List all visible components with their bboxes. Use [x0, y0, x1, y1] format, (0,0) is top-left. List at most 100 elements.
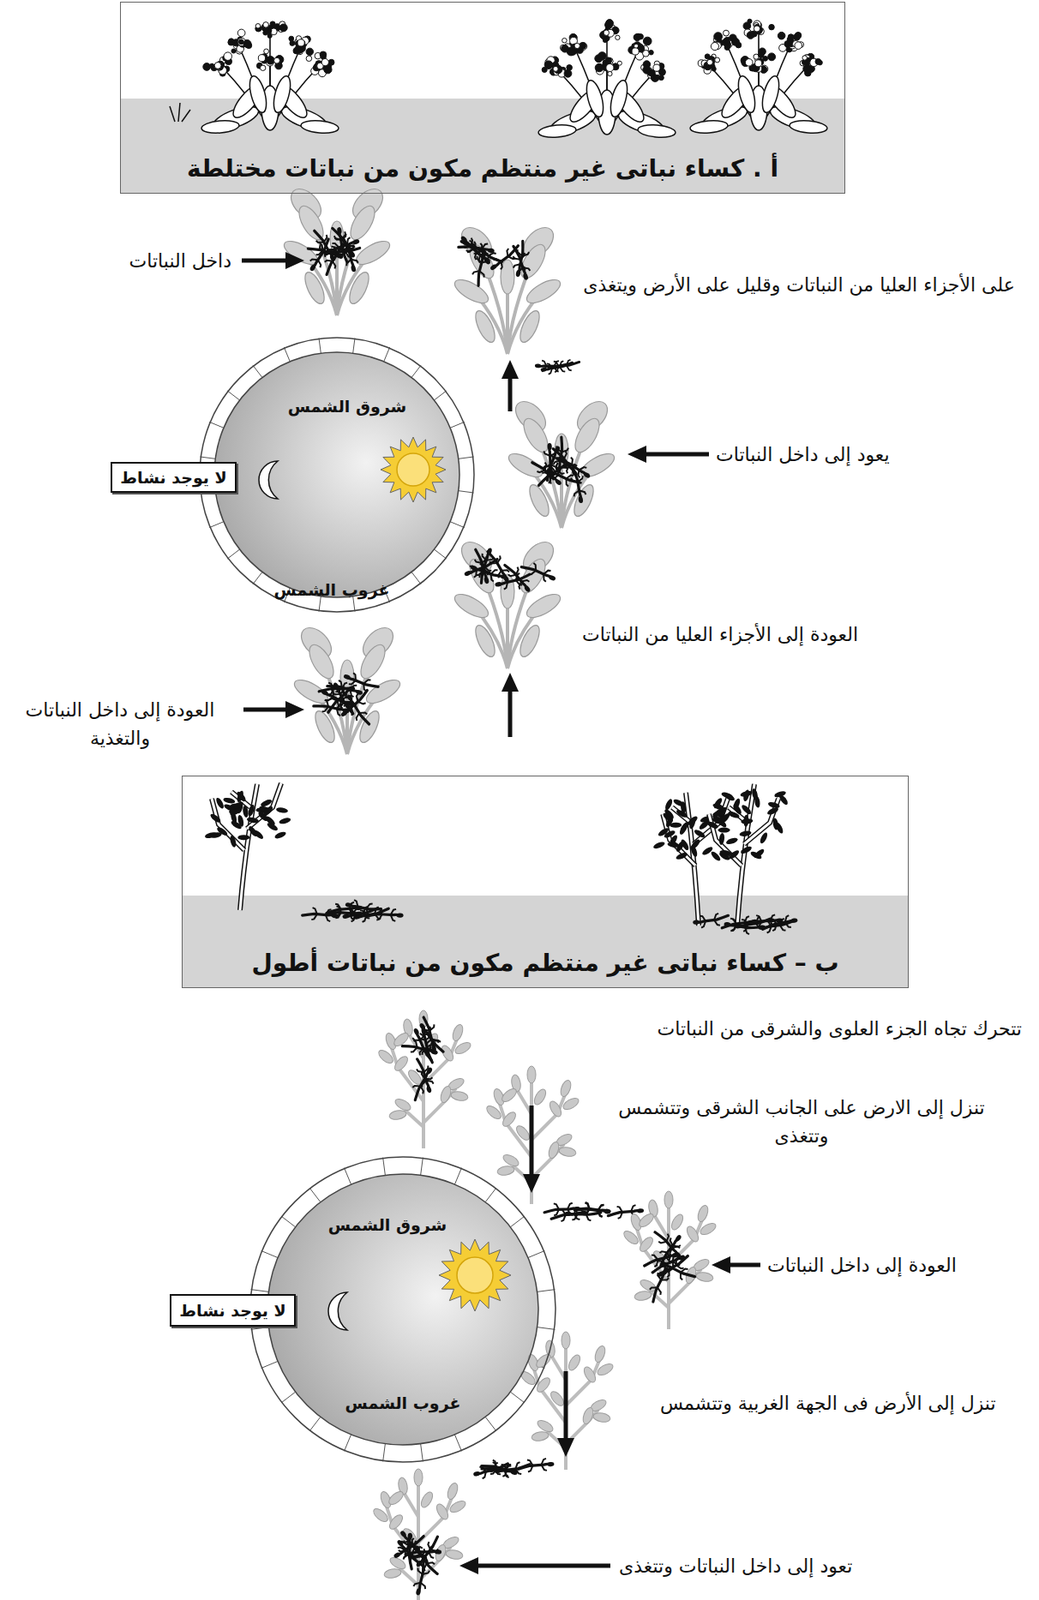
- behaviour-note: العودة إلى داخل النباتات والتغذية: [3, 696, 237, 753]
- lizard: [472, 547, 493, 586]
- lizard: [472, 1460, 511, 1482]
- status-text: لا يوجد نشاط: [179, 1301, 286, 1321]
- arrow-head: [459, 1557, 479, 1575]
- leader-arrow: [557, 1371, 575, 1458]
- lizard: [401, 1038, 439, 1060]
- leader-arrow: [241, 252, 305, 270]
- tree-illustration: [484, 1066, 581, 1205]
- tree-illustration: [204, 783, 292, 911]
- plant-illustration: [450, 222, 564, 355]
- lizard: [761, 914, 799, 934]
- time-label: شروق الشمس: [328, 1215, 448, 1235]
- tree-illustration: [621, 1191, 718, 1330]
- time-label: غروب الشمس: [274, 580, 391, 600]
- behaviour-note: على الأجزاء العليا من النباتات وقليل على…: [569, 270, 1029, 300]
- flower-bush: [537, 19, 676, 139]
- arrow-shaft: [529, 1105, 535, 1177]
- lizard: [546, 359, 581, 373]
- leader-arrow: [522, 1105, 541, 1194]
- outer-ring: [199, 337, 475, 613]
- arrow-head: [627, 445, 647, 463]
- status-box: لا يوجد نشاط: [110, 462, 237, 493]
- arrow-shaft: [508, 377, 513, 412]
- lizard-cluster: [534, 359, 581, 376]
- lizard: [484, 547, 513, 585]
- arrow-head: [557, 1438, 575, 1458]
- arrow-shaft: [241, 258, 288, 264]
- plant-illustration: [450, 536, 564, 669]
- behaviour-note: داخل النباتات: [48, 246, 232, 276]
- lizard: [301, 906, 339, 923]
- lizard-cluster: [462, 546, 558, 595]
- arrow-shaft: [564, 1371, 569, 1441]
- lizard-cluster: [642, 1226, 697, 1304]
- plant-illustration: [504, 396, 618, 529]
- lizard: [473, 546, 497, 584]
- plant-illustration: [280, 183, 393, 316]
- leader-arrow: [711, 1256, 761, 1274]
- panel-caption: أ . كساء نباتى غير منتظم مكون من نباتات …: [129, 153, 836, 185]
- behaviour-note: العودة إلى داخل النباتات: [767, 1251, 1025, 1280]
- lizard: [402, 1533, 416, 1570]
- moon-symbol: [258, 461, 278, 499]
- lizard-cluster: [390, 1528, 445, 1598]
- leader-arrow: [459, 1557, 611, 1575]
- lizard: [659, 1257, 697, 1286]
- panel-caption: ب – كساء نباتى غير منتظم مكون من نباتات …: [191, 948, 900, 979]
- plant-illustration: [290, 622, 403, 755]
- panel-band: أ . كساء نباتى غير منتظم مكون من نباتات …: [120, 1, 846, 194]
- lizard: [511, 240, 532, 278]
- leader-arrow: [243, 701, 305, 719]
- lizard: [409, 1026, 435, 1064]
- day-dial: [198, 336, 475, 613]
- lizard: [691, 912, 729, 929]
- grass: [169, 102, 191, 122]
- leader-arrow: [501, 672, 519, 738]
- moon-symbol: [328, 1292, 348, 1331]
- lizard: [654, 1253, 692, 1282]
- lizard: [517, 1458, 555, 1473]
- outer-ring: [250, 1157, 556, 1463]
- behaviour-note: العودة إلى الأجزاء العليا من النباتات: [582, 620, 1011, 649]
- day-circle: شروق الشمسغروب الشمسلا يوجد نشاط: [249, 1156, 557, 1464]
- behaviour-note: تتحرك تجاه الجزء العلوى والشرقى من النبا…: [507, 1014, 1022, 1044]
- time-label: غروب الشمس: [345, 1393, 462, 1413]
- lizard: [733, 915, 772, 933]
- lizard-cluster: [306, 223, 362, 277]
- lizard: [574, 1201, 612, 1219]
- tree-illustration: [518, 1332, 615, 1471]
- status-box: لا يوجد نشاط: [169, 1294, 296, 1328]
- behaviour-note: تعود إلى داخل النباتات وتتغذى: [618, 1552, 911, 1581]
- flower-bush: [689, 18, 828, 135]
- arrow-head: [501, 360, 519, 379]
- lizard: [510, 243, 533, 282]
- lizard: [341, 670, 379, 696]
- lizard-cluster: [401, 1015, 446, 1103]
- leader-arrow: [627, 445, 709, 463]
- lizard: [306, 237, 337, 275]
- sun-symbol: [438, 1239, 511, 1312]
- behaviour-note: تنزل إلى الارض على الجانب الشرقى وتتشمس …: [591, 1093, 1012, 1151]
- arrow-head: [711, 1256, 731, 1274]
- lizard-cluster: [456, 232, 533, 287]
- lizard-cluster: [301, 898, 404, 924]
- panel-band: ب – كساء نباتى غير منتظم مكون من نباتات …: [181, 775, 909, 989]
- lizard: [325, 906, 363, 921]
- lizard-cluster: [544, 1201, 645, 1223]
- inner-ring: [214, 352, 460, 598]
- tree-illustration: [701, 784, 790, 926]
- flower-bush: [200, 21, 339, 135]
- leader-arrow: [501, 360, 519, 412]
- arrow-shaft: [508, 690, 513, 738]
- lizard: [502, 559, 535, 595]
- time-label: شروق الشمس: [288, 396, 408, 416]
- lizard: [337, 687, 373, 721]
- arrow-shaft: [476, 1564, 611, 1569]
- circle-outline: [198, 336, 475, 613]
- inner-ring: [267, 1174, 539, 1446]
- lizard-cluster: [472, 1458, 555, 1482]
- lizard-cluster: [691, 912, 799, 936]
- panel-ground: [182, 895, 908, 988]
- lizard: [652, 1226, 685, 1262]
